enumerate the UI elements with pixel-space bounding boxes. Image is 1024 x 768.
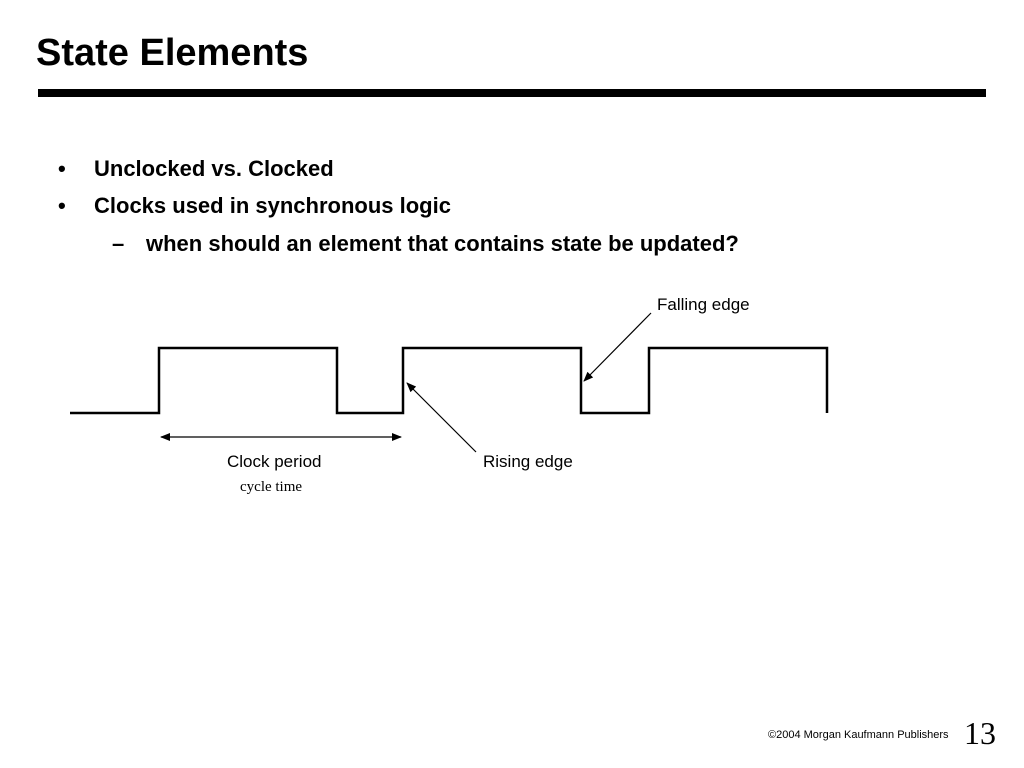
copyright-text: 2004 Morgan Kaufmann Publishers (776, 729, 949, 741)
bullet-text: Unclocked vs. Clocked (94, 156, 334, 181)
falling-edge-label: Falling edge (657, 295, 750, 314)
sub-bullet-marker: – (112, 231, 125, 256)
falling-edge-arrow (583, 312, 652, 382)
bullet-marker: • (58, 193, 66, 218)
cycle-time-label: cycle time (240, 479, 302, 495)
clock-signal (70, 346, 829, 415)
bullet-marker: • (58, 156, 66, 181)
bullet-text: Clocks used in synchronous logic (94, 193, 451, 218)
copyright-footer: ©2004 Morgan Kaufmann Publishers (768, 728, 949, 742)
copyright-symbol: © (768, 729, 777, 741)
title-divider (38, 89, 986, 97)
page-number: 13 (964, 715, 996, 751)
clock-period-label: Clock period (227, 452, 322, 471)
rising-edge-label: Rising edge (483, 452, 573, 471)
bullet-list: • Unclocked vs. Clocked • Clocks used in… (0, 0, 1024, 300)
sub-bullet-text: when should an element that contains sta… (146, 231, 739, 256)
rising-edge-arrow (406, 382, 477, 453)
slide-title: State Elements (36, 32, 309, 74)
